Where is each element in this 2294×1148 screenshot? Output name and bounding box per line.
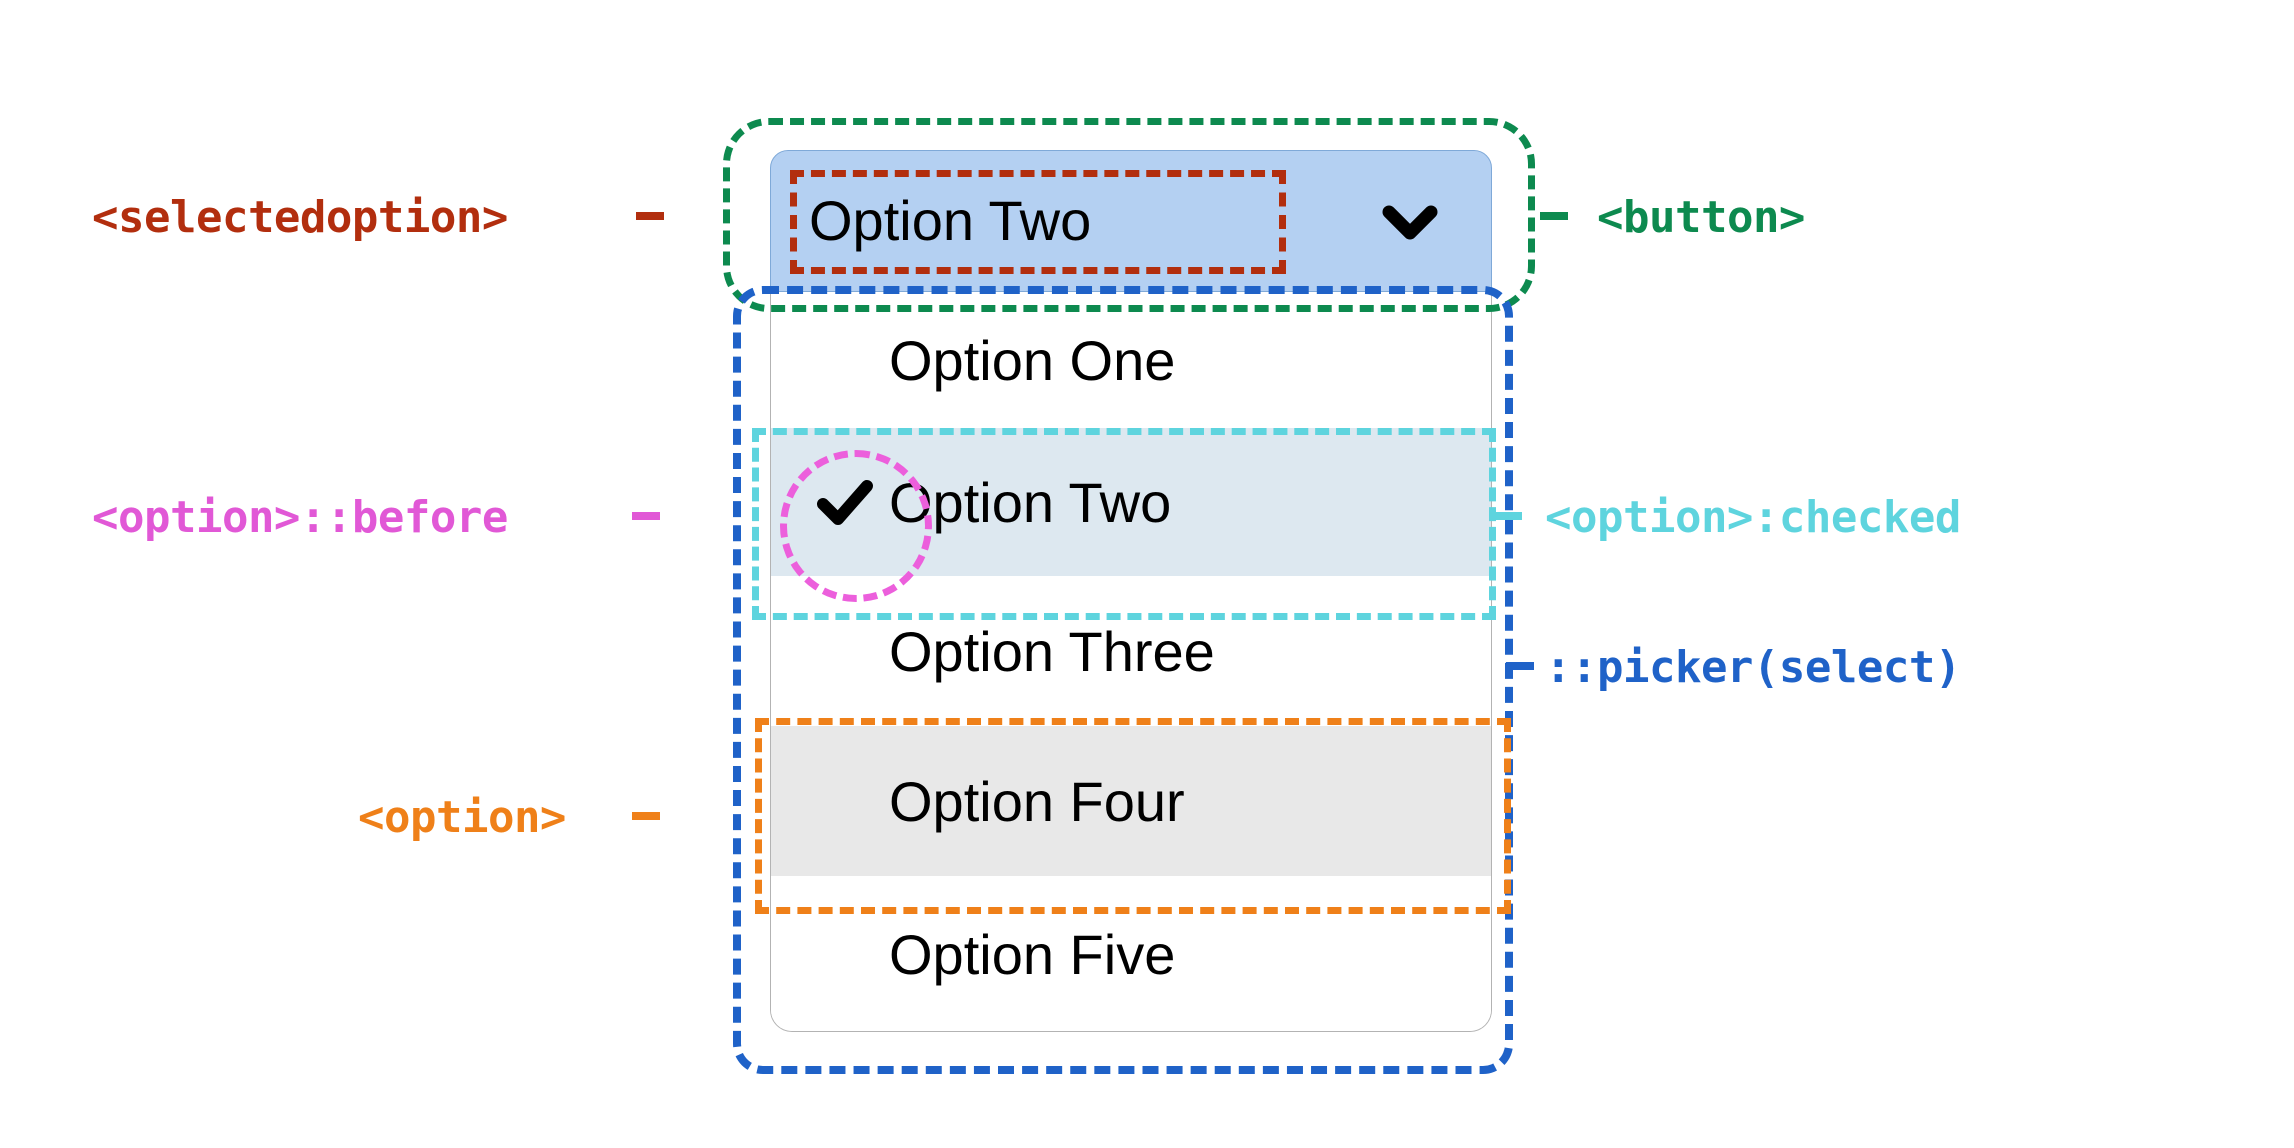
option-label: Option Three (889, 619, 1215, 683)
annotation-label-selectedoption: <selectedoption> (92, 192, 508, 243)
annotation-label-option-before: <option>::before (92, 492, 508, 543)
option-row-five[interactable]: Option Five (771, 876, 1491, 1031)
connector-selectedoption (636, 212, 786, 220)
picker-panel: Option One Option Two Option Three Optio… (770, 292, 1492, 1032)
connector-button (1540, 212, 1604, 220)
option-row-two[interactable]: Option Two (771, 428, 1491, 576)
chevron-down-icon (1373, 184, 1447, 258)
connector-option (632, 812, 762, 820)
annotation-label-option-checked: <option>:checked (1545, 492, 1961, 543)
annotation-label-picker-select: ::picker(select) (1545, 642, 1961, 693)
connector-option-before (632, 512, 764, 520)
selectedoption-text: Option Two (809, 189, 1092, 252)
select-button[interactable]: Option Two (770, 150, 1492, 292)
annotation-label-option: <option> (358, 792, 566, 843)
option-row-three[interactable]: Option Three (771, 576, 1491, 726)
option-label: Option Two (889, 470, 1172, 534)
option-row-one[interactable]: Option One (771, 292, 1491, 428)
annotation-label-button: <button> (1597, 192, 1805, 243)
option-row-four[interactable]: Option Four (771, 726, 1491, 876)
option-label: Option Four (889, 769, 1185, 833)
option-label: Option Five (889, 922, 1176, 986)
option-label: Option One (889, 328, 1176, 392)
connector-option-checked (1494, 512, 1552, 520)
checkmark-icon (813, 470, 877, 534)
